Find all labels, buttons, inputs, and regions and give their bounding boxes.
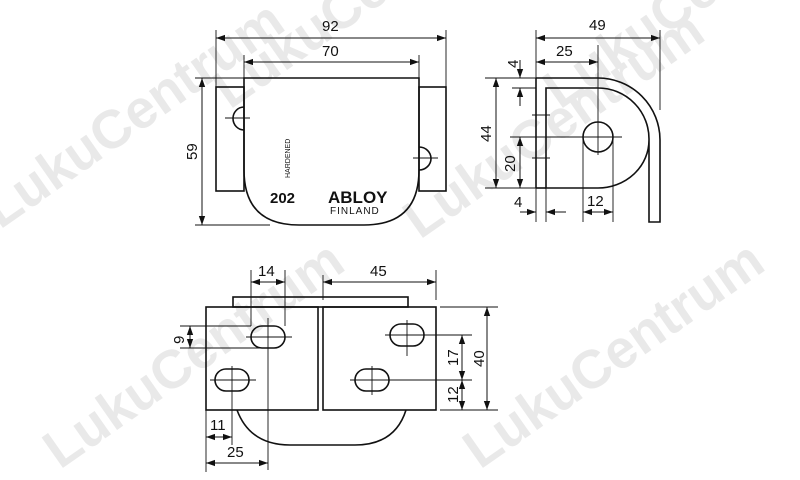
- brand-logo: ABLOY: [328, 188, 388, 207]
- right-plate: [322, 306, 437, 411]
- dim-14: 14: [258, 263, 275, 280]
- dim-12: 12: [587, 193, 604, 210]
- watermark: LukuCentrum: [0, 0, 294, 240]
- hardened-marking: HARDENED: [285, 139, 292, 178]
- watermark: LukuCentrum: [32, 229, 354, 479]
- front-view: HARDENED 202 ABLOY FINLAND 92 70 59: [184, 18, 447, 226]
- dim-12-bottom: 12: [445, 386, 462, 403]
- dim-49: 49: [589, 17, 606, 34]
- model-number: 202: [270, 190, 295, 207]
- body-curve: [236, 409, 407, 446]
- top-strip: [232, 296, 409, 308]
- dim-25: 25: [556, 43, 573, 60]
- dim-4-top: 4: [505, 60, 522, 68]
- dim-17: 17: [445, 349, 462, 366]
- dim-70: 70: [322, 43, 339, 60]
- side-view: 49 25 4 44 20 4 12: [478, 17, 661, 223]
- left-notch: [232, 106, 245, 131]
- dim-9: 9: [171, 336, 188, 344]
- body: [243, 77, 420, 226]
- dim-20: 20: [502, 155, 519, 172]
- dim-25-bottom: 25: [227, 444, 244, 461]
- watermark: LukuCentrum: [452, 229, 774, 479]
- bracket-profile: [536, 77, 661, 223]
- dim-45: 45: [370, 263, 387, 280]
- dim-44: 44: [478, 125, 495, 142]
- dim-40: 40: [471, 350, 488, 367]
- dim-59: 59: [184, 143, 201, 160]
- dim-92: 92: [322, 18, 339, 35]
- dim-11: 11: [210, 417, 226, 434]
- brand-country: FINLAND: [330, 206, 380, 217]
- left-plate: [205, 306, 319, 411]
- right-notch: [418, 146, 432, 171]
- bottom-view: 14 45 9 17 12 40 11 25: [171, 263, 498, 472]
- dim-4-bottom: 4: [514, 194, 522, 211]
